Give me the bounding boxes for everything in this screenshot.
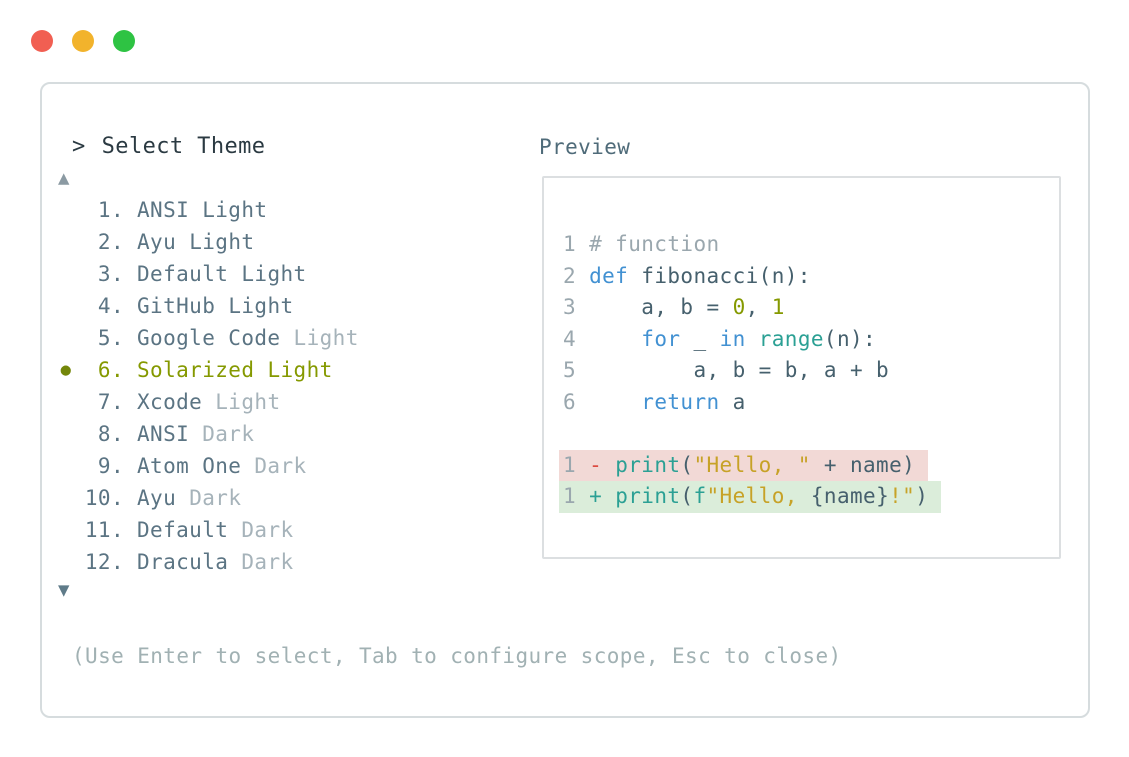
code-line-diff-removed: 1 - print("Hello, " + name) (559, 449, 929, 481)
theme-item-variant: Light (267, 358, 333, 382)
theme-item-number: 9. (97, 454, 124, 478)
theme-item-name: Default Light (137, 262, 307, 286)
theme-list-item-12[interactable]: 12. Dracula Dark (52, 546, 482, 578)
theme-item-number: 2. (97, 230, 124, 254)
theme-item-number: 1. (97, 198, 124, 222)
code-line-1: 1 # function (563, 232, 720, 256)
theme-picker-panel: > Select Theme Preview ▲ 1. ANSI Light 2. Ay… (40, 82, 1090, 718)
theme-item-variant: Light (215, 390, 281, 414)
code-line-7 (563, 418, 941, 450)
prompt-symbol: > (72, 134, 86, 159)
code-line-3: 3 a, b = 0, 1 (563, 295, 785, 319)
theme-item-variant: Dark (202, 422, 255, 446)
theme-item-variant: Light (189, 230, 255, 254)
theme-item-name: ANSI Dark (137, 422, 255, 446)
theme-list-item-8[interactable]: 8. ANSI Dark (52, 418, 482, 450)
theme-item-variant: Light (293, 326, 359, 350)
theme-item-name: Ayu Dark (137, 486, 242, 510)
theme-list-item-7[interactable]: 7. Xcode Light (52, 386, 482, 418)
theme-item-name: Default Dark (137, 518, 294, 542)
theme-item-name: GitHub Light (137, 294, 294, 318)
theme-item-variant: Dark (241, 518, 294, 542)
theme-item-name: ANSI Light (137, 198, 268, 222)
panel-title: Select Theme (101, 134, 266, 159)
theme-item-name: Google Code Light (137, 326, 359, 350)
theme-item-name: Dracula Dark (137, 550, 294, 574)
theme-item-number: 3. (97, 262, 124, 286)
theme-item-variant: Dark (241, 550, 294, 574)
theme-item-number: 11. (84, 518, 124, 542)
theme-list-item-6[interactable]: ● 6. Solarized Light (52, 354, 482, 386)
theme-item-variant: Light (241, 262, 307, 286)
code-line-5: 5 a, b = b, a + b (563, 358, 890, 382)
theme-item-variant: Light (202, 198, 268, 222)
window-traffic-lights (31, 30, 135, 52)
theme-list-item-4[interactable]: 4. GitHub Light (52, 290, 482, 322)
theme-item-name: Solarized Light (137, 358, 333, 382)
scroll-down-indicator-icon[interactable]: ▼ (58, 579, 70, 601)
theme-list-item-1[interactable]: 1. ANSI Light (52, 194, 482, 226)
theme-item-name: Atom One Dark (137, 454, 307, 478)
theme-list-item-5[interactable]: 5. Google Code Light (52, 322, 482, 354)
theme-item-variant: Light (228, 294, 294, 318)
theme-item-number: 4. (97, 294, 124, 318)
theme-list-item-10[interactable]: 10. Ayu Dark (52, 482, 482, 514)
theme-list-item-3[interactable]: 3. Default Light (52, 258, 482, 290)
preview-code: 1 # function 2 def fibonacci(n): 3 a, b = … (559, 229, 942, 513)
scroll-up-indicator-icon[interactable]: ▲ (58, 167, 70, 189)
preview-label: Preview (539, 135, 631, 159)
selection-bullet-icon: ● (60, 360, 72, 380)
minimize-button[interactable] (72, 30, 94, 52)
theme-item-number: 5. (97, 326, 124, 350)
theme-item-number: 10. (84, 486, 124, 510)
theme-item-variant: Dark (254, 454, 307, 478)
theme-item-number: 6. (97, 358, 124, 382)
code-line-6: 6 return a (563, 389, 746, 414)
close-button[interactable] (31, 30, 53, 52)
select-theme-header: > Select Theme (72, 134, 265, 159)
code-line-diff-added: 1 + print(f"Hello, {name}!") (559, 481, 942, 513)
keyboard-hints: (Use Enter to select, Tab to configure s… (72, 644, 842, 668)
code-line-2: 2 def fibonacci(n): (563, 263, 811, 288)
zoom-button[interactable] (113, 30, 135, 52)
theme-item-number: 7. (97, 390, 124, 414)
theme-item-number: 12. (84, 550, 124, 574)
theme-item-name: Xcode Light (137, 390, 281, 414)
theme-list-item-11[interactable]: 11. Default Dark (52, 514, 482, 546)
theme-item-number: 8. (97, 422, 124, 446)
theme-list-item-2[interactable]: 2. Ayu Light (52, 226, 482, 258)
theme-list: 1. ANSI Light 2. Ayu Light 3. Default Light 4.… (52, 194, 482, 578)
preview-box: 1 # function 2 def fibonacci(n): 3 a, b = … (542, 176, 1061, 559)
theme-item-name: Ayu Light (137, 230, 255, 254)
theme-item-variant: Dark (189, 486, 242, 510)
theme-list-item-9[interactable]: 9. Atom One Dark (52, 450, 482, 482)
code-line-4: 4 for _ in range(n): (563, 326, 877, 351)
